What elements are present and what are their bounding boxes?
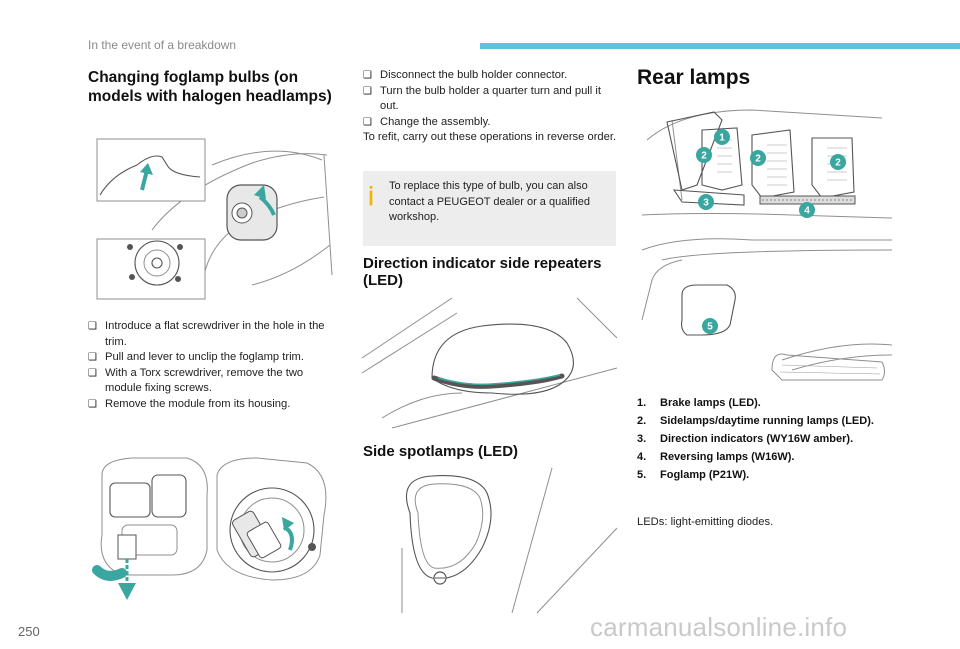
foglamp-module-illustration <box>92 457 327 600</box>
foglamp-step: ❑ Remove the module from its housing. <box>88 397 338 413</box>
legend-item: 3. Direction indicators (WY16W amber). <box>637 432 897 446</box>
foglamp-step-text: Pull and lever to unclip the foglamp tri… <box>105 351 304 363</box>
svg-text:1: 1 <box>719 133 725 144</box>
foglamp-trim-illustration <box>96 138 333 300</box>
foglamp-heading-line2: models with halogen headlamps) <box>88 88 332 105</box>
svg-text:3: 3 <box>703 198 709 209</box>
bulb-holder-step: ❑ Change the assembly. <box>363 115 618 131</box>
bulb-holder-step: ❑ Disconnect the bulb holder connector. <box>363 68 618 84</box>
refit-note: To refit, carry out these operations in … <box>363 131 617 143</box>
bulb-holder-step: ❑ Turn the bulb holder a quarter turn and… <box>363 84 618 115</box>
svg-text:2: 2 <box>701 151 707 162</box>
repeaters-heading-line2: (LED) <box>363 272 403 289</box>
bullet-marker: ❑ <box>88 398 97 410</box>
section-header: In the event of a breakdown <box>88 38 237 52</box>
foglamp-step: ❑ Pull and lever to unclip the foglamp tr… <box>88 350 338 366</box>
header-accent-bar <box>480 43 960 49</box>
legend-item: 2. Sidelamps/daytime running lamps (LED). <box>637 414 897 428</box>
watermark: carmanualsonline.info <box>590 612 848 642</box>
legend-item: 4. Reversing lamps (W16W). <box>637 450 897 464</box>
rear-lamps-legend: 1. Brake lamps (LED). 2. Sidelamps/daytime… <box>637 396 897 486</box>
badge-1: 1 <box>714 129 730 145</box>
foglamp-heading: Changing foglamp bulbs (on models with h… <box>88 68 348 106</box>
foglamp-step-text: With a Torx screwdriver, remove the two … <box>105 366 304 395</box>
badge-2c: 2 <box>830 154 846 170</box>
legend-number: 2. <box>637 415 647 427</box>
bulb-holder-step-text: Disconnect the bulb holder connector. <box>380 69 568 81</box>
spotlamps-heading: Side spotlamps (LED) <box>363 443 519 460</box>
legend-number: 5. <box>637 469 647 481</box>
rear-lamps-illustration: 1 2 2 2 3 4 5 <box>641 109 893 381</box>
legend-label: Sidelamps/daytime running lamps (LED). <box>660 415 874 427</box>
repeaters-heading: Direction indicator side repeaters (LED) <box>363 255 623 289</box>
info-box: To replace this type of bulb, you can al… <box>363 171 616 246</box>
bulb-holder-steps: ❑ Disconnect the bulb holder connector. ❑… <box>363 68 618 130</box>
info-icon <box>369 186 373 206</box>
bullet-marker: ❑ <box>88 321 97 332</box>
leds-footnote: LEDs: light-emitting diodes. <box>637 516 774 528</box>
foglamp-step: ❑ Introduce a flat screwdriver in the hol… <box>88 319 338 350</box>
svg-text:2: 2 <box>835 158 841 169</box>
legend-item: 5. Foglamp (P21W). <box>637 468 897 482</box>
bullet-marker: ❑ <box>88 367 97 379</box>
badge-5: 5 <box>702 318 718 334</box>
badge-3: 3 <box>698 194 714 210</box>
bullet-marker: ❑ <box>363 116 372 128</box>
legend-item: 1. Brake lamps (LED). <box>637 396 897 410</box>
bulb-holder-step-text: Change the assembly. <box>380 115 491 128</box>
rear-lamps-heading: Rear lamps <box>637 66 751 89</box>
spotlamp-illustration <box>401 467 618 614</box>
foglamp-step: ❑ With a Torx screwdriver, remove the two… <box>88 366 338 397</box>
badge-2a: 2 <box>696 147 712 163</box>
svg-text:5: 5 <box>707 322 713 333</box>
legend-number: 1. <box>637 397 647 409</box>
page-number: 250 <box>18 624 40 639</box>
badge-4: 4 <box>799 202 815 218</box>
foglamp-heading-line1: Changing foglamp bulbs (on <box>88 69 299 86</box>
legend-number: 4. <box>637 451 647 463</box>
legend-label: Brake lamps (LED). <box>660 397 761 409</box>
bullet-marker: ❑ <box>363 70 372 81</box>
bullet-marker: ❑ <box>88 352 97 363</box>
badge-2b: 2 <box>750 150 766 166</box>
legend-label: Direction indicators (WY16W amber). <box>660 433 854 445</box>
legend-number: 3. <box>637 433 647 445</box>
repeaters-heading-line1: Direction indicator side repeaters <box>363 255 602 272</box>
foglamp-steps: ❑ Introduce a flat screwdriver in the hol… <box>88 319 338 412</box>
foglamp-step-text: Introduce a flat screwdriver in the hole… <box>105 320 325 348</box>
foglamp-step-text: Remove the module from its housing. <box>105 397 291 410</box>
legend-label: Foglamp (P21W). <box>660 469 750 481</box>
bulb-holder-step-text: Turn the bulb holder a quarter turn and … <box>380 84 601 113</box>
bullet-marker: ❑ <box>363 85 372 97</box>
svg-text:2: 2 <box>755 154 761 165</box>
svg-text:4: 4 <box>804 206 810 217</box>
legend-label: Reversing lamps (W16W). <box>660 451 795 463</box>
info-box-text: To replace this type of bulb, you can al… <box>389 180 590 223</box>
mirror-repeater-illustration <box>361 297 618 429</box>
